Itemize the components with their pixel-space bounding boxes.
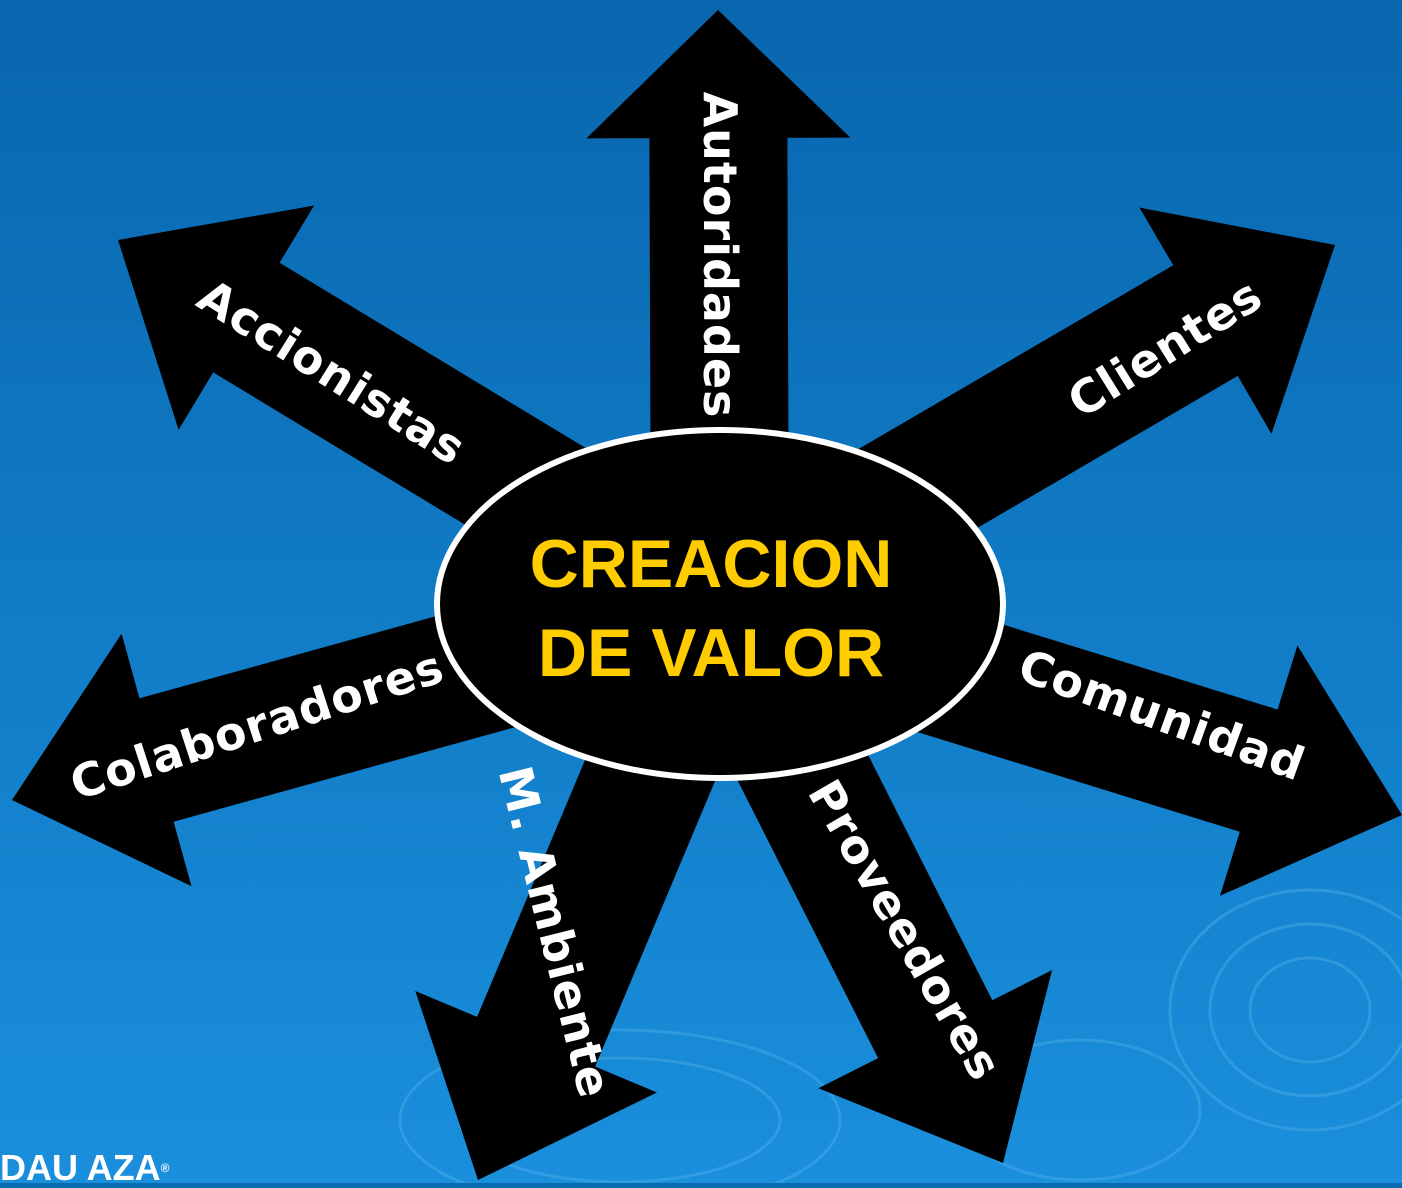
center-node: CREACION DE VALOR bbox=[434, 427, 1006, 781]
logo-text: DAU AZA bbox=[0, 1147, 161, 1188]
center-ellipse bbox=[434, 427, 1006, 781]
water-ripple-decoration bbox=[398, 888, 1402, 1188]
company-logo: DAU AZA® bbox=[0, 1150, 170, 1186]
center-title-line-1: CREACION bbox=[530, 526, 893, 602]
center-title-line-2: DE VALOR bbox=[538, 615, 884, 691]
arrow-label-autoridades: Autoridades bbox=[693, 92, 747, 419]
logo-registered-mark: ® bbox=[160, 1161, 170, 1175]
